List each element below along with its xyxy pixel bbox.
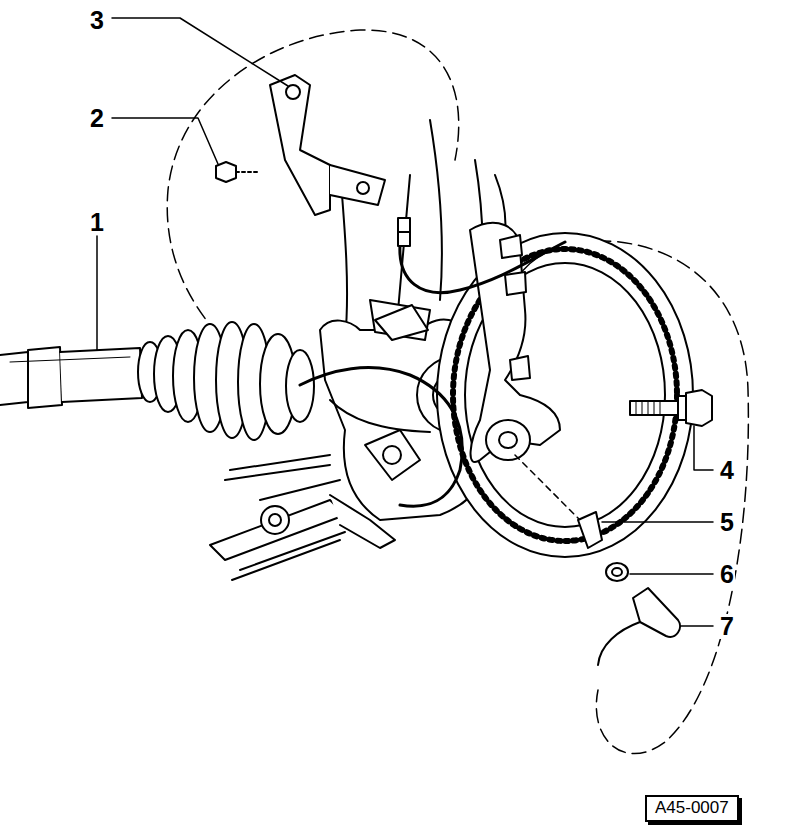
- callout-number: 6: [719, 562, 735, 587]
- figure-reference: A45-0007: [655, 799, 729, 818]
- sensor-cable: [300, 368, 462, 507]
- leader-line: [97, 18, 713, 626]
- suspension-arm: [210, 455, 395, 580]
- wheel-bearing-housing: [470, 223, 560, 462]
- callout-number: 7: [719, 614, 735, 639]
- cv-boot: [138, 322, 314, 440]
- drive-shaft: [0, 347, 142, 408]
- callout-number: 2: [89, 106, 105, 131]
- callout-number: 4: [719, 458, 735, 483]
- callout-number: 5: [719, 510, 735, 535]
- callout-number: 3: [89, 8, 105, 33]
- callout-number: 1: [89, 210, 105, 235]
- bolt: [630, 390, 712, 426]
- sensor-cable: [400, 242, 565, 293]
- sensor-cable: [330, 400, 430, 432]
- cable-bracket: [270, 75, 385, 215]
- cable-clip: [375, 305, 428, 340]
- brake-disc: [437, 233, 693, 557]
- figure-reference-box: A45-0007: [645, 795, 739, 822]
- abs-sensor: [515, 455, 680, 665]
- connector-plug: [398, 218, 410, 246]
- bolt: [216, 162, 258, 182]
